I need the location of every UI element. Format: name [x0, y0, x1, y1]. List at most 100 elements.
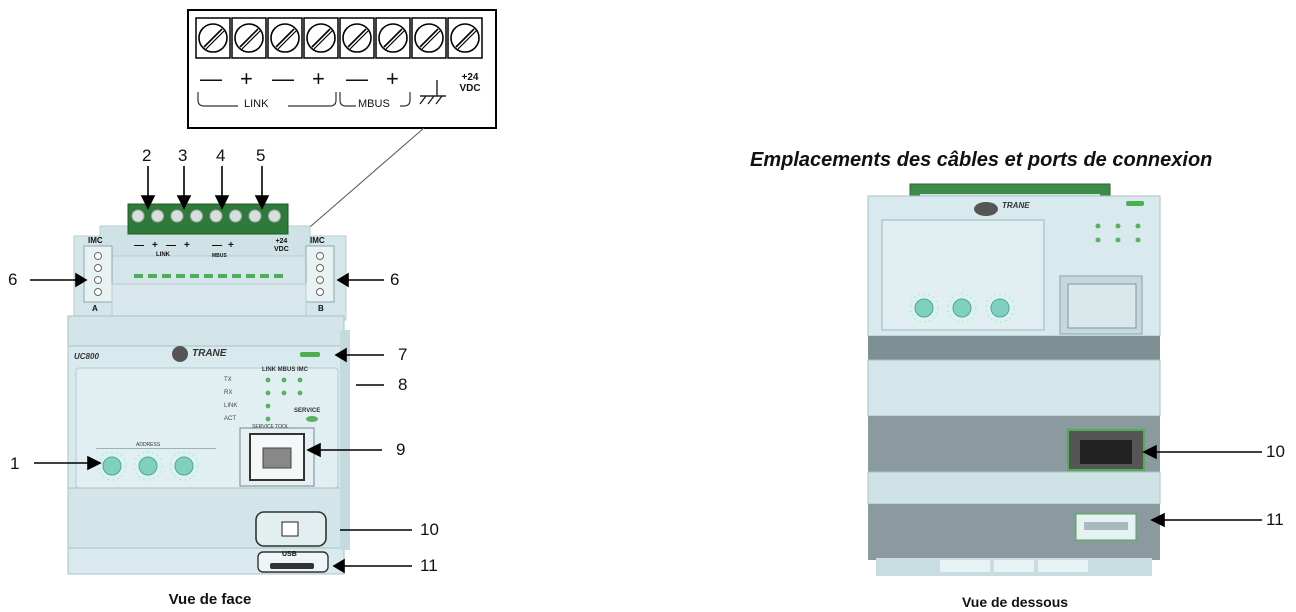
- screw-slot: [347, 28, 367, 48]
- callout-9: 9: [396, 440, 406, 459]
- led-row-rx: RX: [224, 390, 233, 396]
- strip-vdc-top: +24: [275, 238, 288, 245]
- polarity-label: —: [346, 66, 368, 91]
- callout-11: 11: [420, 556, 438, 575]
- screw-icon: [190, 209, 203, 223]
- led-row-labels: TX RX LINK ACT: [224, 374, 237, 426]
- polarity-label: —: [200, 66, 222, 91]
- screw-icon: [268, 209, 281, 223]
- ground-symbol: [419, 80, 446, 105]
- front-caption: Vue de face: [168, 591, 252, 608]
- screw-slot: [455, 28, 475, 48]
- screw-slot: [313, 30, 333, 50]
- strip-vdc: +24 VDC: [274, 238, 289, 254]
- polarity-label: —: [272, 66, 294, 91]
- callout-10: 10: [420, 520, 439, 539]
- stripe-dash: [232, 274, 241, 278]
- led-col-mbus: MBUS: [277, 367, 296, 373]
- stripe-dash: [246, 274, 255, 278]
- led-col-labels: LINK MBUS IMC: [262, 367, 308, 373]
- screw-icon: [170, 209, 184, 223]
- address-dial-icon: [174, 456, 194, 476]
- front-strip-labels: — + — + — + LINK MBUS +24 VDC: [132, 238, 302, 262]
- led-icon: [265, 403, 271, 409]
- terminal-polarity-row: — + — + — +: [198, 66, 418, 92]
- strip-polarity: —: [212, 240, 222, 251]
- address-dial-icon: [138, 456, 158, 476]
- stripe-dash: [204, 274, 213, 278]
- service-led-icon: [306, 416, 318, 422]
- screw-slot: [275, 28, 295, 48]
- bottom-callout-arrows: [1142, 444, 1262, 528]
- screw-slot: [203, 28, 223, 48]
- address-dial-icon-ring: [909, 293, 939, 323]
- stripe-dash: [162, 274, 171, 278]
- callout-4: 4: [216, 146, 226, 165]
- pin-icon: [94, 288, 102, 296]
- stripe-dash: [176, 274, 185, 278]
- strip-polarity: —: [134, 240, 144, 251]
- led-icon: [265, 390, 271, 396]
- address-dial-icon-ring: [947, 293, 977, 323]
- front-callout-arrows: [30, 166, 412, 574]
- screw-slot: [311, 28, 331, 48]
- callout-2: 2: [142, 146, 152, 165]
- screw-icon: [229, 209, 242, 223]
- link-group-label: LINK: [244, 98, 269, 110]
- screw-slot: [421, 30, 441, 50]
- pin-icon: [316, 264, 324, 272]
- address-dial-icon: [990, 298, 1010, 318]
- led-row-act: ACT: [224, 416, 236, 422]
- callout-5: 5: [256, 146, 266, 165]
- led-icon: [281, 390, 287, 396]
- vdc-bottom: VDC: [459, 83, 481, 94]
- stripe-dash: [274, 274, 283, 278]
- polarity-label: +: [386, 66, 399, 91]
- callout-11-bottom: 11: [1266, 510, 1284, 529]
- callout-1: 1: [10, 454, 20, 473]
- bottom-brand-label: TRANE: [1002, 201, 1030, 210]
- screw-icon: [248, 209, 262, 223]
- strip-link: LINK: [156, 252, 170, 258]
- led-col-link: LINK: [262, 367, 276, 373]
- led-col-imc: IMC: [297, 367, 309, 373]
- address-dial-icon-ring: [985, 293, 1015, 323]
- screw-slot: [385, 30, 405, 50]
- service-tool-label: SERVICE TOOL: [252, 424, 289, 430]
- address-dial-icon: [914, 298, 934, 318]
- led-icon: [1095, 237, 1101, 243]
- screw-slot: [383, 28, 403, 48]
- address-dial-icon-ring: [133, 451, 163, 481]
- screw-slot: [205, 30, 225, 50]
- led-icon: [1135, 237, 1141, 243]
- usb-label: USB: [282, 551, 297, 558]
- pin-icon: [94, 252, 102, 260]
- screw-icon: [131, 209, 145, 223]
- terminal-detail: [187, 9, 497, 129]
- address-dial-icon-ring: [97, 451, 127, 481]
- pin-icon: [316, 288, 324, 296]
- screw-slot: [277, 30, 297, 50]
- pin-icon: [94, 264, 102, 272]
- led-icon: [1115, 237, 1121, 243]
- callout-3: 3: [178, 146, 188, 165]
- stripe-dash: [218, 274, 227, 278]
- port-b-label: B: [318, 304, 324, 313]
- address-dial-icon: [952, 298, 972, 318]
- port-a-label: A: [92, 304, 98, 313]
- callout-8: 8: [398, 375, 408, 394]
- bottom-caption: Vue de dessous: [961, 594, 1069, 610]
- led-icon: [265, 416, 271, 422]
- screw-icon: [209, 209, 223, 223]
- stripe-dash: [148, 274, 157, 278]
- polarity-label: +: [312, 66, 325, 91]
- led-icon: [281, 377, 287, 383]
- led-icon: [1095, 223, 1101, 229]
- stripe-dash: [190, 274, 199, 278]
- address-dial-icon: [102, 456, 122, 476]
- address-label: ADDRESS: [136, 442, 161, 448]
- bottom-device: [867, 183, 1161, 576]
- vdc-top: +24: [461, 72, 479, 83]
- screw-slot: [457, 30, 477, 50]
